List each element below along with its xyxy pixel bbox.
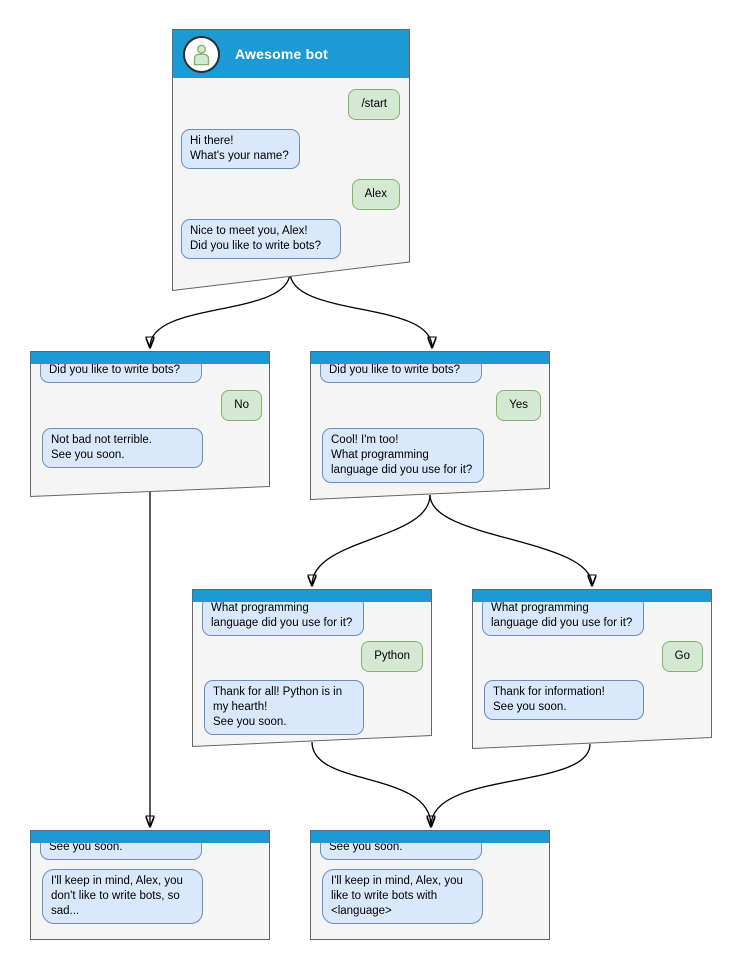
bot-message-bubble: I'll keep in mind, Alex, you like to wri…: [322, 869, 483, 924]
user-message-bubble: Go: [661, 641, 703, 672]
chat-window-end-yes: See you soon. I'll keep in mind, Alex, y…: [310, 830, 550, 940]
window-titlebar: [473, 590, 711, 602]
person-icon: [193, 44, 210, 65]
window-titlebar: [31, 352, 269, 364]
bot-message-bubble: Nice to meet you, Alex! Did you like to …: [181, 219, 341, 259]
bot-message-bubble: Cool! I'm too! What programming language…: [322, 428, 484, 483]
avatar: [183, 35, 220, 73]
chat-window-end-no: See you soon. I'll keep in mind, Alex, y…: [30, 830, 270, 940]
connector-go-to-end: [431, 743, 591, 826]
chat-window-yes-branch: Did you like to write bots? Yes Cool! I'…: [310, 351, 550, 500]
bot-message-bubble: Thank for all! Python is in my hearth! S…: [204, 680, 364, 735]
connector-yes-to-go: [429, 494, 592, 585]
window-titlebar: [311, 352, 549, 364]
connector-main-to-no: [150, 271, 291, 347]
connector-main-to-yes: [289, 271, 432, 347]
connector-python-to-end: [311, 741, 431, 826]
window-titlebar: [31, 831, 269, 843]
chat-window-start: /start Hi there! What's your name? Alex …: [172, 29, 410, 291]
connector-yes-to-python: [312, 494, 431, 585]
user-message-bubble: No: [221, 390, 262, 421]
user-message-bubble: Python: [361, 641, 423, 672]
bot-message-bubble: I'll keep in mind, Alex, you don't like …: [42, 869, 203, 924]
user-message-bubble: /start: [348, 89, 400, 120]
user-message-bubble: Yes: [496, 390, 541, 421]
user-message-bubble: Alex: [351, 179, 400, 210]
bot-message-bubble: Thank for information! See you soon.: [484, 680, 644, 720]
window-titlebar: [311, 831, 549, 843]
window-title: Awesome bot: [235, 46, 328, 62]
chat-window-go-branch: What programming language did you use fo…: [472, 589, 712, 749]
chat-window-no-branch: Did you like to write bots? No Not bad n…: [30, 351, 270, 497]
chat-window-python-branch: What programming language did you use fo…: [192, 589, 432, 747]
bot-message-bubble: Hi there! What's your name?: [181, 129, 300, 169]
bot-message-bubble: What programming language did you use fo…: [482, 596, 644, 636]
window-titlebar: Awesome bot: [173, 30, 409, 78]
bot-message-bubble: Not bad not terrible. See you soon.: [42, 428, 203, 468]
bot-message-bubble: What programming language did you use fo…: [202, 596, 364, 636]
window-titlebar: [193, 590, 431, 602]
